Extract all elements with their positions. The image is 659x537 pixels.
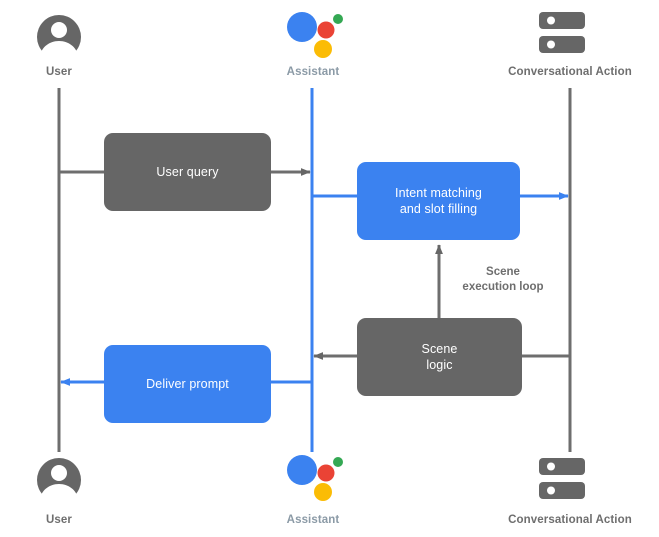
lane-label-user-bottom: User xyxy=(46,514,72,526)
node-intent-matching-label: Intent matching and slot filling xyxy=(395,186,482,216)
google-assistant-icon-top xyxy=(287,12,343,58)
node-intent-matching[interactable]: Intent matching and slot filling xyxy=(357,162,520,240)
lane-label-conversational-action-bottom: Conversational Action xyxy=(508,514,632,526)
annotation-scene-execution-loop: Scene execution loop xyxy=(462,266,544,293)
server-icon-bottom xyxy=(539,458,585,499)
node-user-query-label: User query xyxy=(156,165,219,179)
node-scene-logic[interactable]: Scene logic xyxy=(357,318,522,396)
lane-label-assistant-top: Assistant xyxy=(286,66,340,78)
node-user-query[interactable]: User query xyxy=(104,133,271,211)
lane-label-assistant-bottom: Assistant xyxy=(286,514,340,526)
user-avatar-icon-top xyxy=(37,15,81,65)
lane-label-conversational-action-top: Conversational Action xyxy=(508,66,632,78)
node-deliver-prompt[interactable]: Deliver prompt xyxy=(104,345,271,423)
node-scene-logic-label: Scene logic xyxy=(421,342,458,372)
node-deliver-prompt-label: Deliver prompt xyxy=(146,377,229,391)
google-assistant-icon-bottom xyxy=(287,455,343,501)
user-avatar-icon-bottom xyxy=(37,458,81,508)
server-icon-top xyxy=(539,12,585,53)
lane-label-user-top: User xyxy=(46,66,72,78)
